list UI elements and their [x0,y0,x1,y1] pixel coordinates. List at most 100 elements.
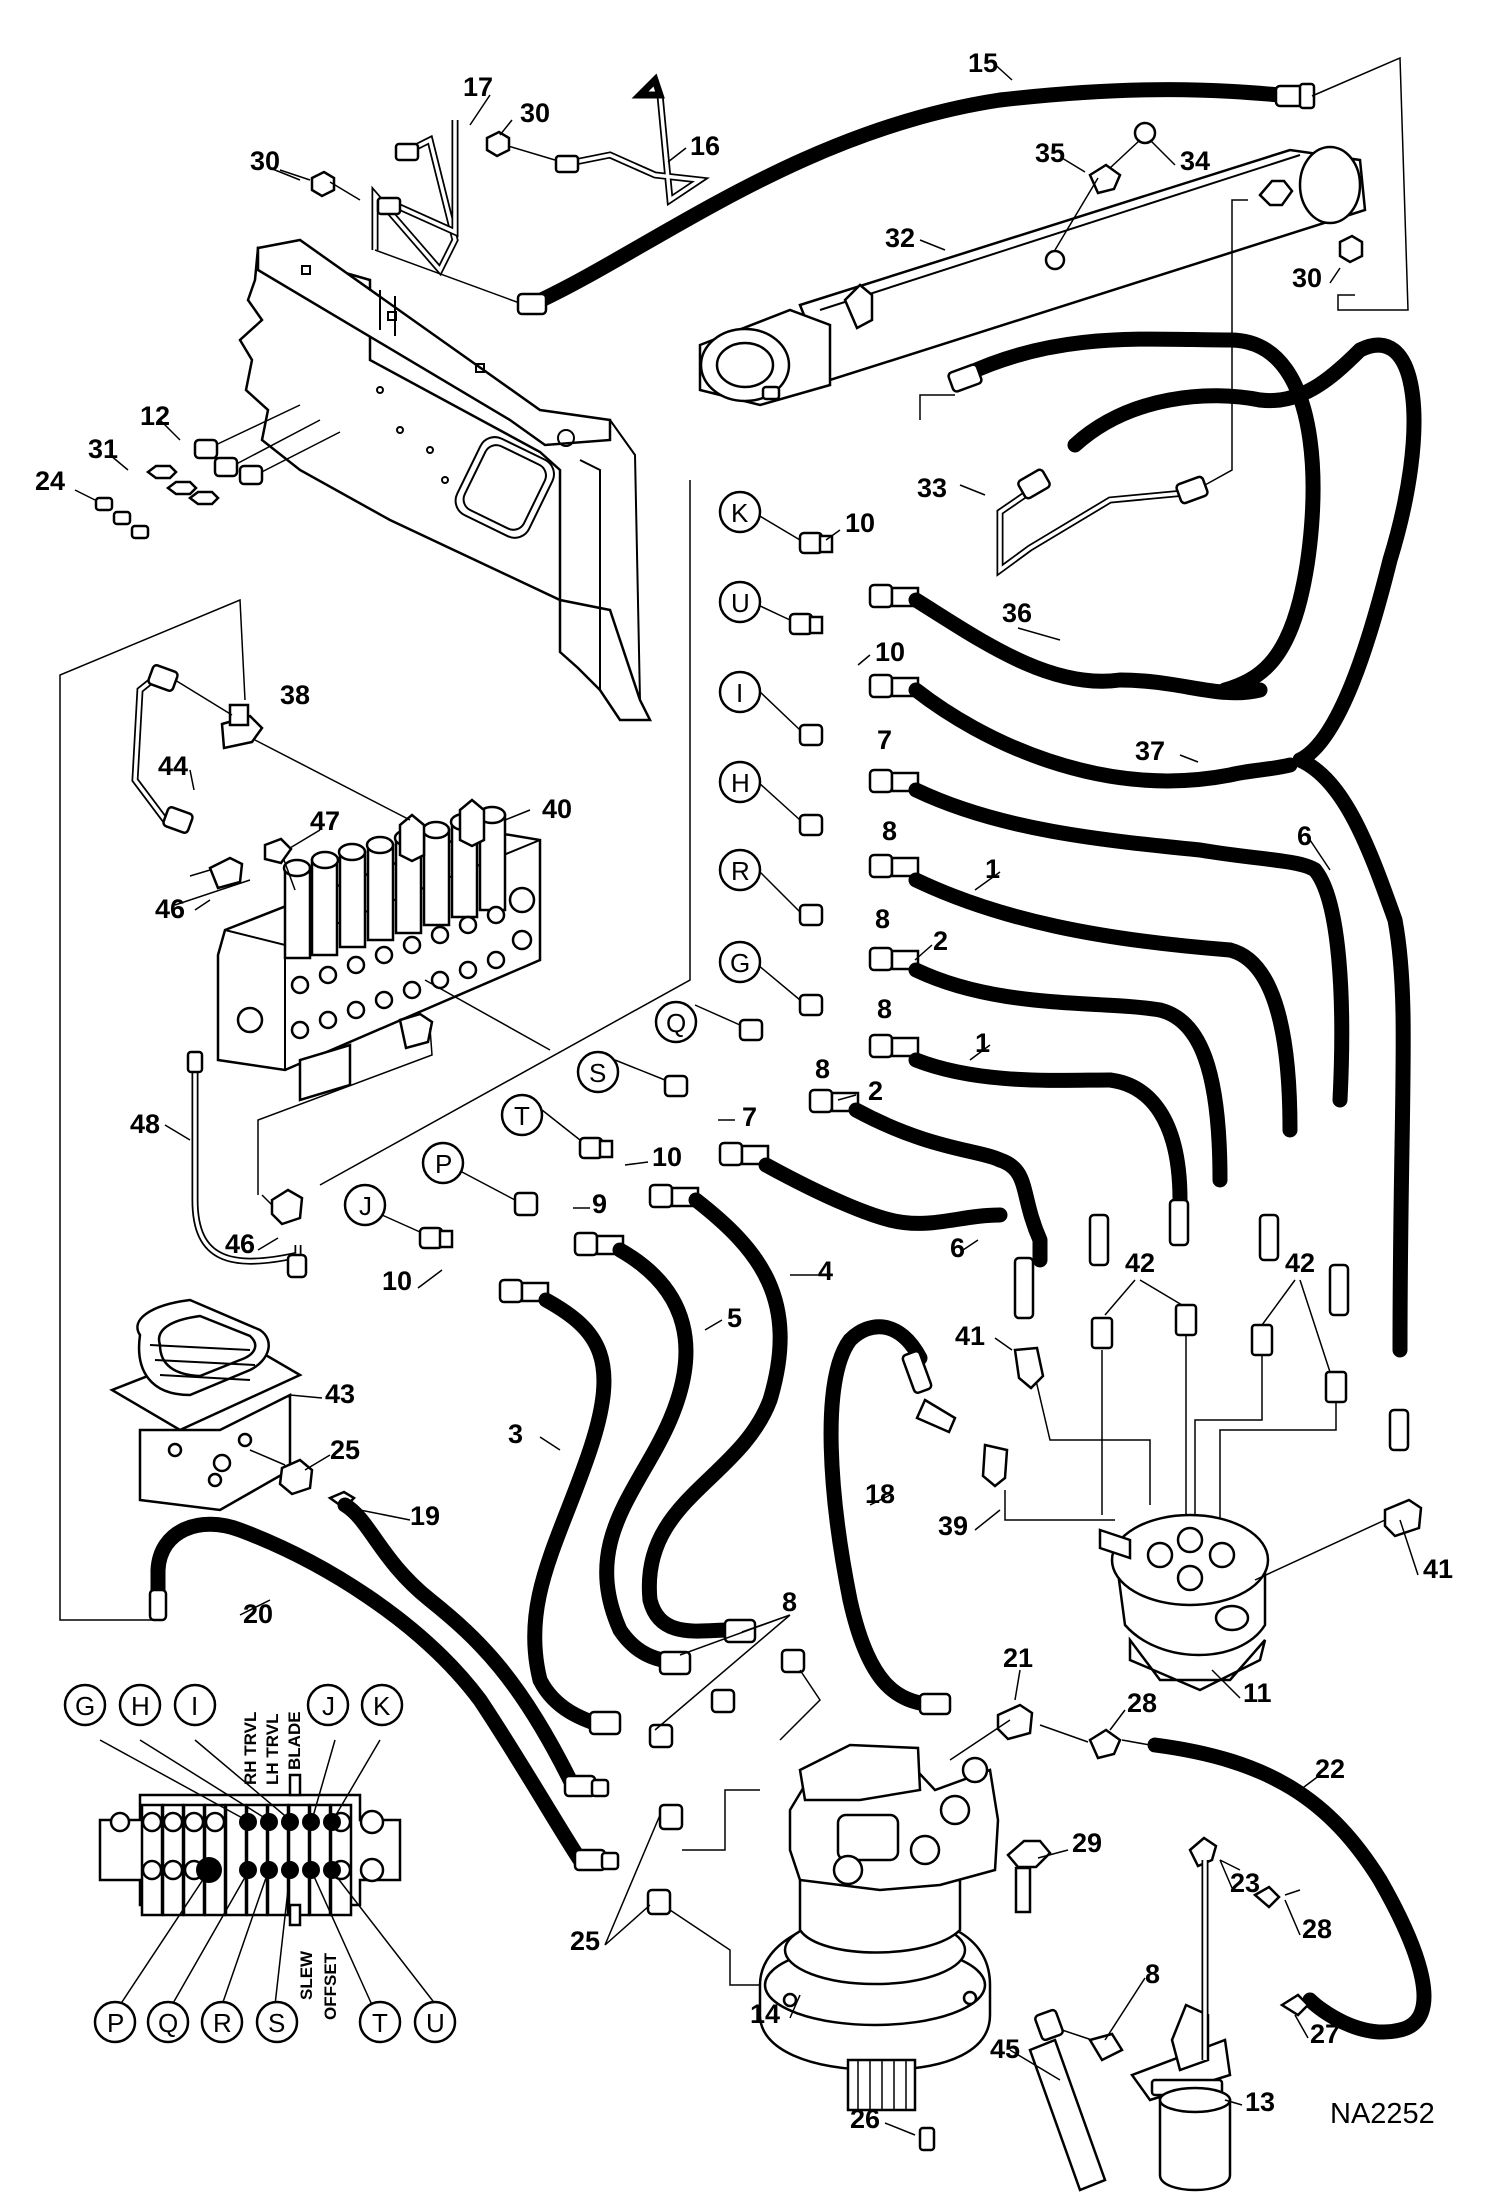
callout-7: 7 [742,1102,757,1132]
callout-8: 8 [782,1587,797,1617]
inset-letter-T: T [372,2008,388,2038]
port-letter-G: G [730,948,750,978]
callout-30: 30 [520,98,550,128]
callout-27: 27 [1310,2019,1340,2049]
callout-41: 41 [1423,1554,1453,1584]
callout-44: 44 [158,751,188,781]
inset-valve-layout [98,1739,437,2006]
bolt-set [94,404,341,540]
inset-label-offset: OFFSET [321,1952,340,2020]
hose-15 [516,56,1409,316]
callout-10: 10 [875,637,905,667]
inset-letter-S: S [268,2008,285,2038]
callout-30: 30 [250,146,280,176]
cylinder-32 [698,121,1367,407]
port-letter-Q: Q [666,1008,686,1038]
inset-label-blade: BLADE [285,1711,304,1770]
callout-30: 30 [1292,263,1322,293]
callout-42: 42 [1285,1248,1315,1278]
inset-letter-G: G [75,1691,95,1721]
callout-37: 37 [1135,736,1165,766]
inset-label-lh-trvl: LH TRVL [263,1714,282,1785]
callout-41: 41 [955,1321,985,1351]
hoses-19-20 [148,1497,620,1872]
callout-31: 31 [88,434,118,464]
steel-lines-top [269,73,710,306]
callout-10: 10 [382,1266,412,1296]
inset-active-ports [196,1813,341,1883]
callout-1: 1 [985,854,1000,884]
callout-42: 42 [1125,1248,1155,1278]
hoses-36-37 [947,331,1422,768]
callout-4: 4 [818,1256,833,1286]
callout-18: 18 [865,1479,895,1509]
steel-lines-valve [59,598,411,1621]
callout-10: 10 [652,1142,682,1172]
port-letter-S: S [589,1058,606,1088]
inset-letter-R: R [213,2008,232,2038]
callout-3: 3 [508,1419,523,1449]
callout-8: 8 [877,994,892,1024]
callout-21: 21 [1003,1643,1033,1673]
inset-label-rh-trvl: RH TRVL [241,1712,260,1785]
frame-bracket [238,238,653,722]
inset-letter-P: P [107,2008,124,2038]
inset-letter-U: U [426,2008,445,2038]
valve-ports [290,905,506,1040]
callout-45: 45 [990,2034,1020,2064]
hoses-to-swivel [882,752,1411,1530]
inset-letters: G H I J K P Q R S T U RH TRVL LH TRVL BL… [63,1683,457,2044]
valve-spools [282,798,507,960]
port-letter-K: K [731,498,749,528]
callout-6: 6 [950,1233,965,1263]
callout-33: 33 [917,473,947,503]
callout-29: 29 [1072,1828,1102,1858]
callout-22: 22 [1315,1754,1345,1784]
inset-letter-Q: Q [158,2008,178,2038]
port-hose-bundle [319,480,1323,1304]
callout-6: 6 [1297,821,1312,851]
callout-28: 28 [1302,1914,1332,1944]
callout-34: 34 [1180,146,1210,176]
port-letter-H: H [731,768,750,798]
hoses-3-4-5 [527,1192,788,1736]
callout-2: 2 [933,926,948,956]
callout-26: 26 [850,2104,880,2134]
callout-11: 11 [1243,1678,1272,1708]
callout-20: 20 [243,1599,273,1629]
inset-letter-H: H [131,1691,150,1721]
callout-8: 8 [875,904,890,934]
callout-19: 19 [410,1501,440,1531]
callout-8: 8 [882,816,897,846]
port-letter-circles: K U I H R G Q S T P J [343,490,762,1227]
callout-8: 8 [815,1054,830,1084]
port-letter-U: U [731,588,750,618]
callout-48: 48 [130,1109,160,1139]
callout-25: 25 [570,1926,600,1956]
callout-14: 14 [750,1999,780,2029]
callout-46: 46 [155,894,185,924]
callout-46: 46 [225,1229,255,1259]
callout-38: 38 [280,680,310,710]
hose-22 [1039,1724,1432,2040]
callout-8: 8 [1145,1959,1160,1989]
callout-35: 35 [1035,138,1065,168]
port-letter-T: T [514,1101,530,1131]
pilot-control-43 [109,1298,357,1512]
callout-28: 28 [1127,1688,1157,1718]
callout-2: 2 [868,1076,883,1106]
callout-25: 25 [330,1435,360,1465]
port-letter-I: I [736,678,743,708]
fitting-45 [1028,2008,1124,2192]
callout-24: 24 [35,466,65,496]
callout-9: 9 [592,1189,607,1219]
inset-label-slew: SLEW [297,1950,316,2000]
inset-letter-K: K [373,1691,391,1721]
callout-13: 13 [1245,2087,1275,2117]
callout-40: 40 [542,794,572,824]
port-letter-P: P [435,1149,452,1179]
callout-10: 10 [845,508,875,538]
callout-1: 1 [975,1028,990,1058]
port-letter-R: R [731,856,750,886]
